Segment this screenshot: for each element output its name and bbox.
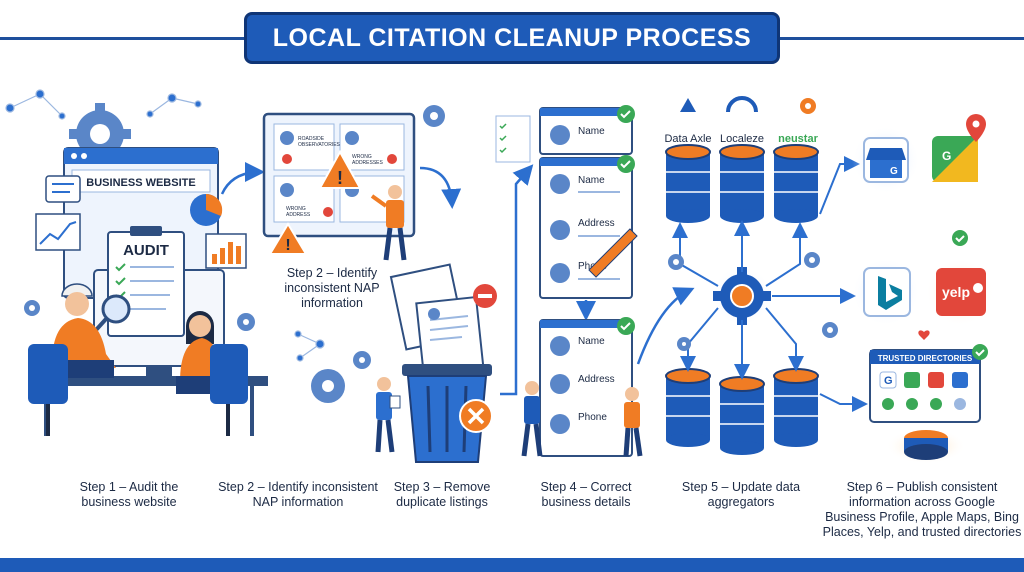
- svg-text:!: !: [337, 168, 343, 188]
- glowing-pedestal: [886, 428, 966, 464]
- directories-title: TRUSTED DIRECTORIES: [878, 354, 973, 363]
- step1-caption: Step 1 – Audit the business website: [79, 480, 179, 509]
- step2-inline-label: Step 2 – Identify inconsistent NAP infor…: [284, 266, 380, 310]
- field-phone-label: Phone: [578, 412, 607, 423]
- database-icon: [665, 144, 819, 455]
- worker-woman: [176, 311, 248, 436]
- step3-gear-icon: [311, 351, 371, 403]
- central-gear-icon: [712, 266, 772, 326]
- step2-gear-icon: [423, 105, 445, 127]
- step3-network-dots: [294, 330, 325, 362]
- gear-icon: [69, 103, 131, 165]
- warning-icon: ! !: [268, 149, 362, 255]
- step5-caption: Step 5 – Update data aggregators: [681, 480, 801, 509]
- svg-text:G: G: [942, 149, 951, 163]
- profile-card-middle: Name Address Phone: [539, 155, 635, 299]
- chart-thumbnail: [35, 213, 247, 269]
- aggregator-data-axle: Data Axle: [664, 133, 711, 145]
- page-title: LOCAL CITATION CLEANUP PROCESS: [244, 12, 780, 64]
- google-business-profile-icon: G: [852, 126, 920, 194]
- step1-network-dots: [5, 89, 202, 120]
- step3-caption: Step 3 – Remove duplicate listings: [393, 480, 491, 509]
- process-illustration: BUSINESS WEBSITE AUDIT: [5, 89, 994, 464]
- pie-chart-icon: [190, 193, 223, 226]
- yelp-label: yelp: [942, 284, 970, 300]
- step5-small-gears: [668, 252, 838, 351]
- neustar-logo: neustar: [778, 98, 819, 145]
- duplicate-documents: [389, 263, 485, 379]
- chat-bubble-icon: [45, 175, 81, 203]
- title-rule-right: [778, 37, 1024, 40]
- browser-title: BUSINESS WEBSITE: [86, 177, 195, 189]
- heart-icon: [918, 330, 930, 340]
- aggregator-localeze: Localeze: [720, 133, 764, 145]
- trash-can-icon: [402, 364, 492, 463]
- trusted-directories-panel: TRUSTED DIRECTORIES G: [869, 344, 988, 423]
- close-icon: [459, 399, 493, 433]
- step3-person: [375, 377, 401, 453]
- localeze-logo: Localeze: [720, 96, 764, 145]
- google-maps-icon: G: [932, 114, 986, 182]
- aggregator-neustar: neustar: [778, 133, 818, 145]
- data-axle-logo: Data Axle: [664, 98, 712, 145]
- svg-text:!: !: [285, 237, 290, 254]
- check-icon: [952, 230, 968, 246]
- bing-icon: [852, 258, 920, 326]
- yelp-icon: yelp: [926, 258, 994, 326]
- audit-label: AUDIT: [123, 242, 169, 259]
- step2-person: [370, 185, 407, 261]
- footer-bar: [0, 558, 1024, 572]
- profile-card-top: Name: [539, 105, 635, 155]
- step2-caption: Step 2 – Identify inconsistent NAP infor…: [218, 480, 378, 509]
- field-address-label: Address: [578, 218, 615, 229]
- svg-text:G: G: [884, 375, 893, 387]
- minus-icon: [473, 284, 497, 308]
- svg-text:G: G: [890, 166, 898, 177]
- worker-with-hardhat: [28, 283, 116, 436]
- step6-caption: Step 6 – Publish consistent information …: [822, 480, 1022, 539]
- checklist-mini: [495, 115, 531, 163]
- field-name-label: Name: [578, 126, 605, 137]
- magnifier-icon: [94, 294, 131, 332]
- title-rule-left: [0, 37, 246, 40]
- profile-card-bottom: Name Address Phone: [539, 317, 635, 457]
- pencil-icon: [588, 228, 638, 278]
- small-gear-icon: [24, 300, 255, 331]
- field-address-label: Address: [578, 374, 615, 385]
- field-name-label: Name: [578, 336, 605, 347]
- field-name-label: Name: [578, 175, 605, 186]
- step4-person: [521, 381, 643, 457]
- step4-caption: Step 4 – Correct business details: [540, 480, 632, 509]
